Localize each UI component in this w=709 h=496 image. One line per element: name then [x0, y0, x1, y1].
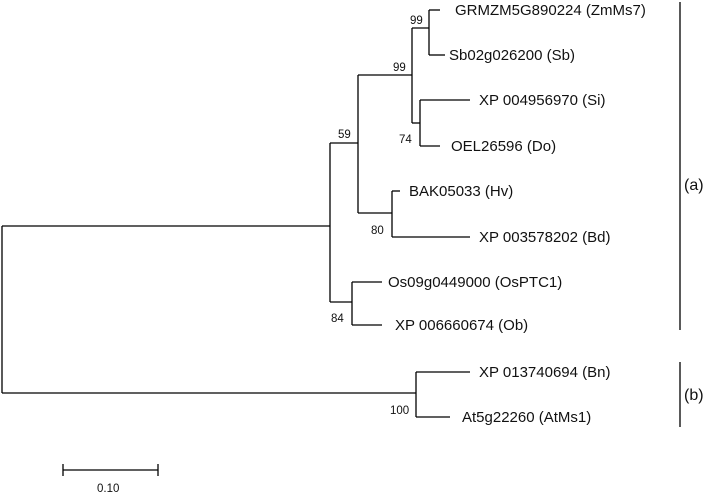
bootstrap-values: 99 74 99 80 59 84 100 — [331, 15, 423, 417]
bootstrap-bn-at: 100 — [390, 405, 409, 417]
leaf-label-os: Os09g0449000 (OsPTC1) — [388, 274, 562, 291]
scale-bar: 0.10 — [62, 464, 159, 495]
leaf-label-bn: XP 013740694 (Bn) — [479, 364, 611, 381]
clade-label-b: (b) — [684, 387, 704, 404]
clade-brackets: (a) (b) — [679, 2, 704, 427]
leaf-label-ob: XP 006660674 (Ob) — [395, 317, 528, 334]
clade-label-a: (a) — [684, 177, 704, 194]
bootstrap-zm-sb: 99 — [410, 15, 423, 27]
leaf-labels: GRMZM5G890224 (ZmMs7) Sb02g026200 (Sb) X… — [388, 2, 646, 426]
tree-branches — [1, 9, 470, 418]
leaf-label-hv: BAK05033 (Hv) — [409, 183, 513, 200]
leaf-label-sb: Sb02g026200 (Sb) — [449, 47, 575, 64]
leaf-label-zm: GRMZM5G890224 (ZmMs7) — [455, 2, 646, 19]
bootstrap-sorghum: 99 — [393, 62, 406, 74]
leaf-label-at: At5g22260 (AtMs1) — [462, 409, 591, 426]
bootstrap-core: 59 — [338, 129, 351, 141]
bootstrap-os-ob: 84 — [331, 313, 344, 325]
leaf-label-do: OEL26596 (Do) — [451, 138, 556, 155]
leaf-label-si: XP 004956970 (Si) — [479, 92, 605, 109]
scale-bar-label: 0.10 — [97, 483, 119, 495]
bootstrap-hv-bd: 80 — [371, 225, 384, 237]
bootstrap-si-do: 74 — [399, 134, 412, 146]
leaf-label-bd: XP 003578202 (Bd) — [479, 229, 611, 246]
